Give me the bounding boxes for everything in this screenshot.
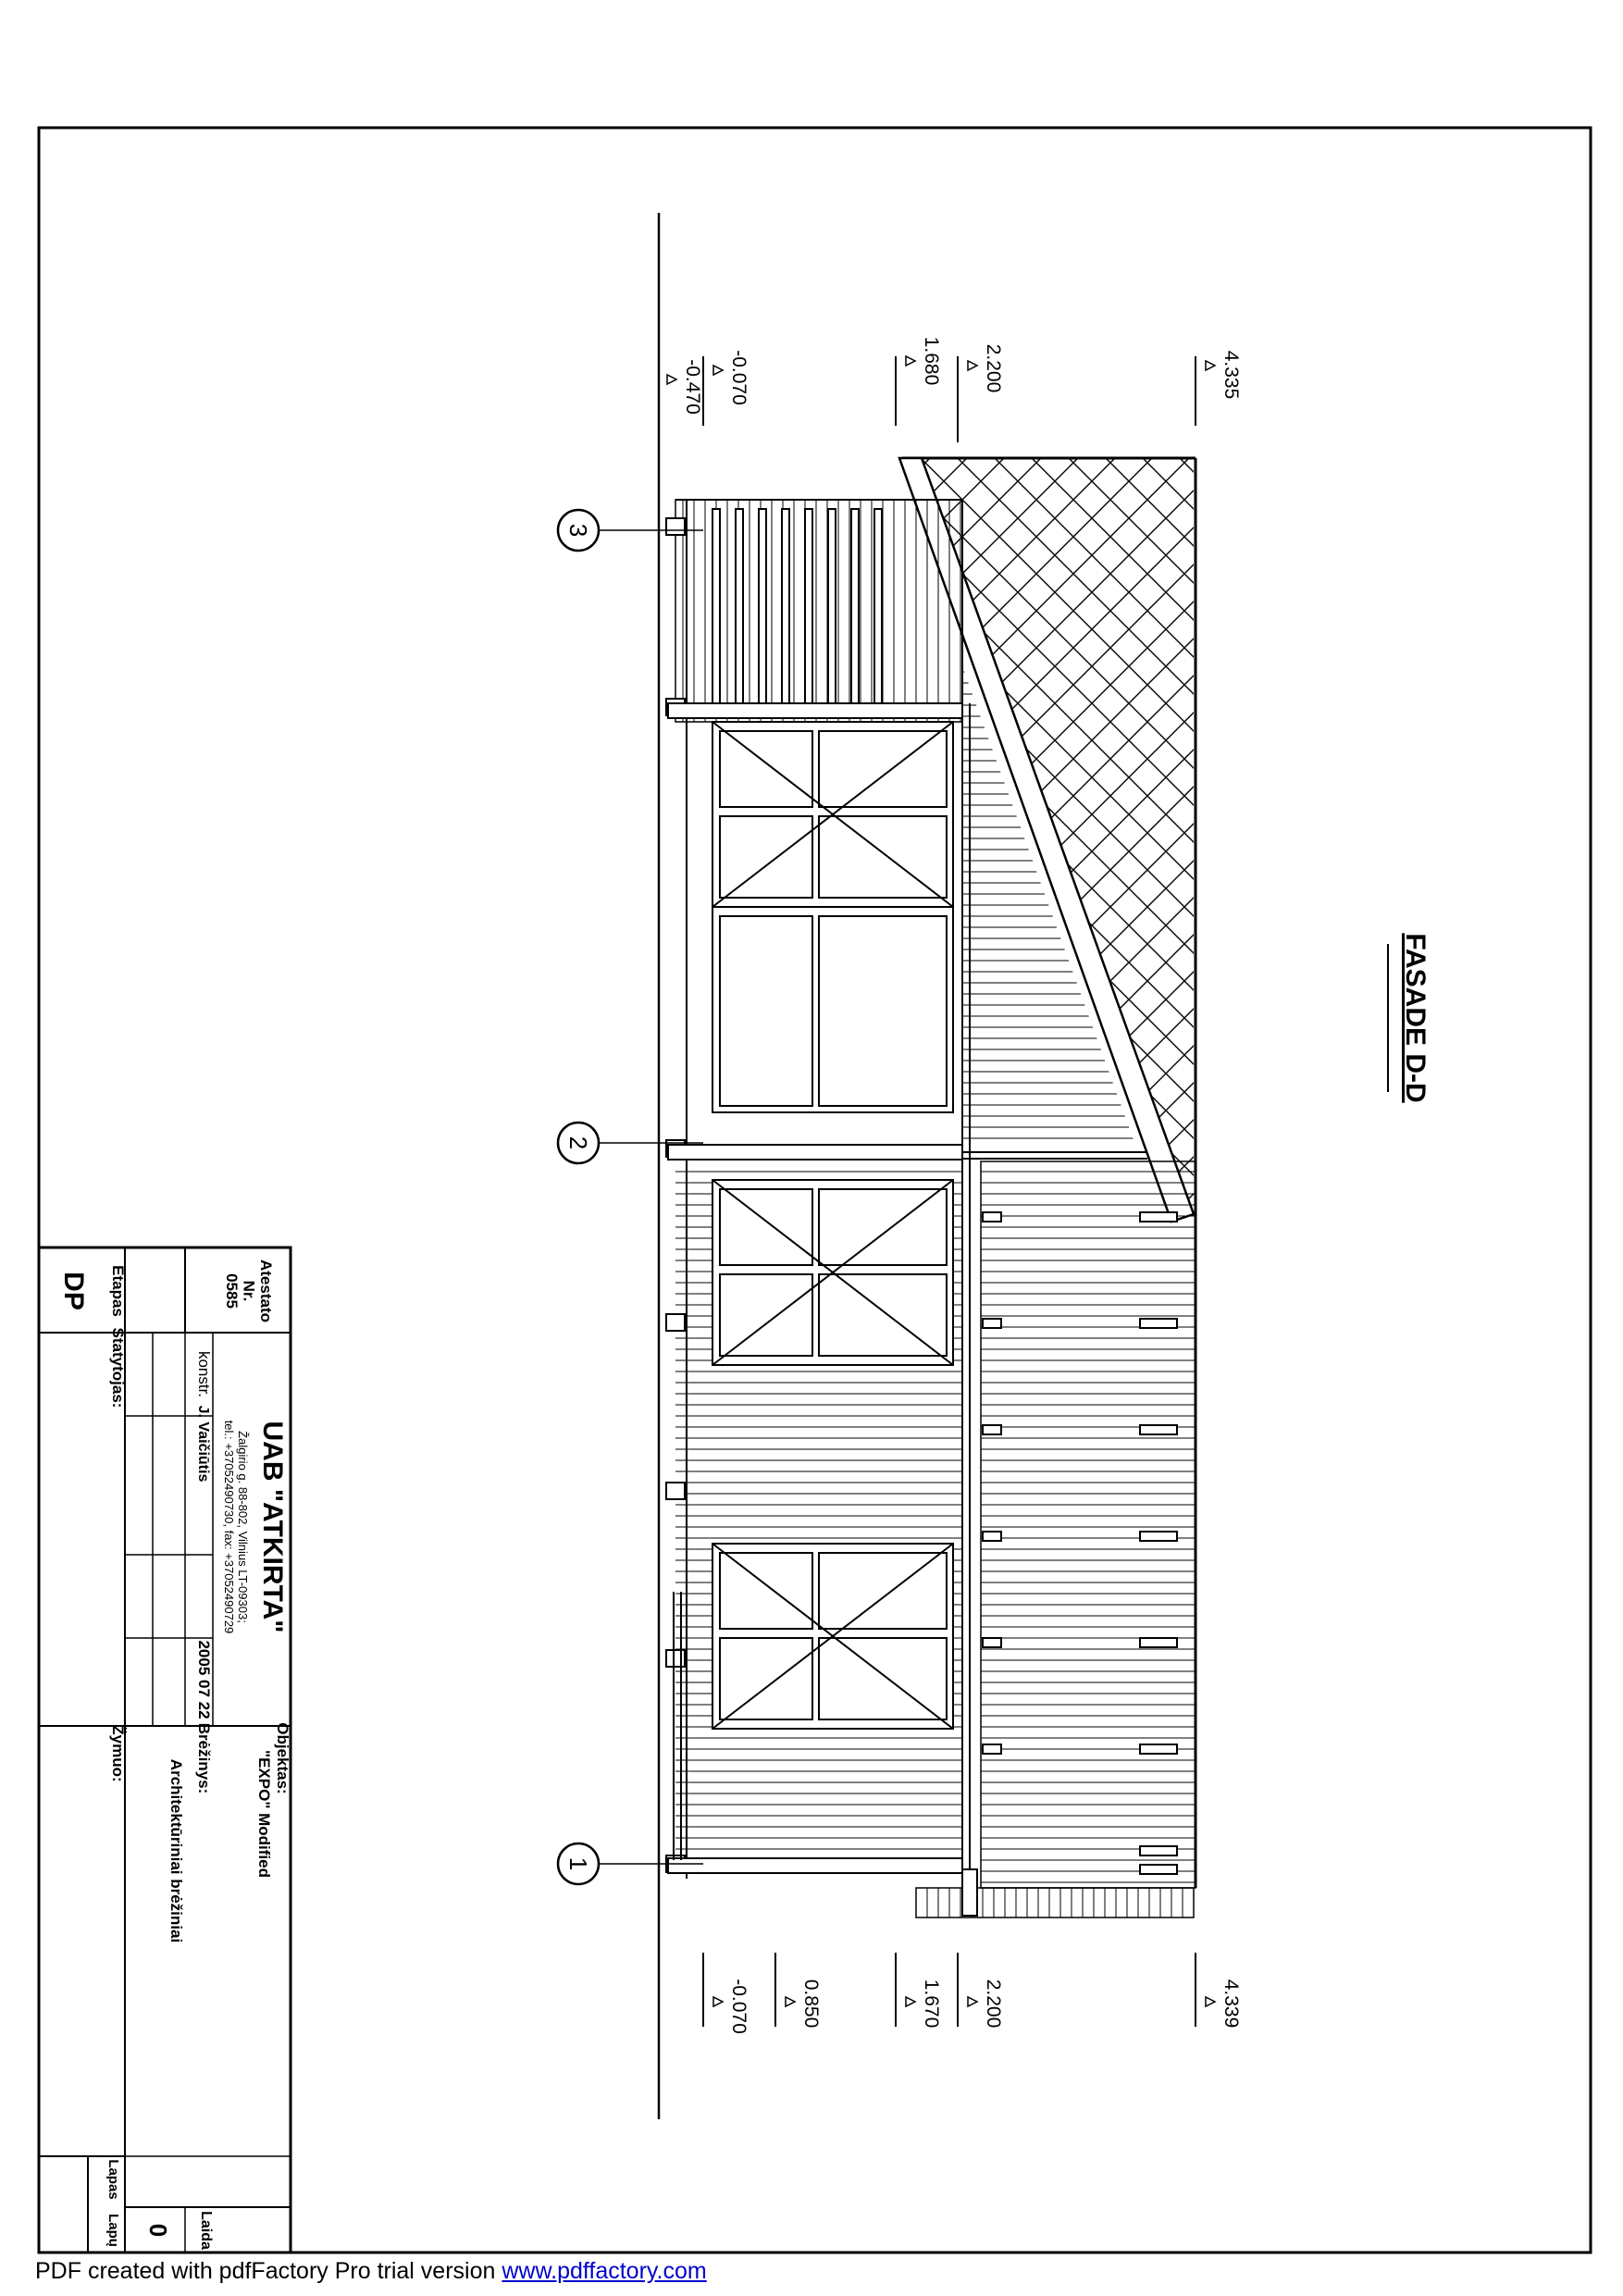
level-top-2200: 2.200 bbox=[983, 344, 1004, 393]
breziniai-value: Architektūriniai brėžiniai bbox=[167, 1759, 185, 1942]
drawing-title: FASADE D-D bbox=[1400, 933, 1431, 1102]
axis-marker-1 bbox=[556, 1842, 601, 1886]
company-name: UAB "ATKIRTA" bbox=[257, 1421, 288, 1633]
statytojas-label: Statytojas: bbox=[109, 1328, 127, 1409]
window-group-middle bbox=[712, 1179, 954, 1366]
level-top-minus0070: -0.070 bbox=[728, 350, 750, 405]
date: 2005 07 22 bbox=[195, 1640, 213, 1719]
level-top-minus0470: -0.470 bbox=[682, 359, 703, 415]
company-phone: tel.: +37052490730, fax: +37052490729 bbox=[222, 1421, 236, 1634]
footer-link[interactable]: www.pdffactory.com bbox=[502, 2258, 707, 2284]
axis-marker-3 bbox=[556, 508, 601, 552]
facade-elevation: 3 2 1 -0.070 bbox=[556, 213, 1431, 2119]
axis-label-1: 1 bbox=[564, 1857, 592, 1870]
title-block bbox=[37, 1246, 292, 2254]
lapas-label: Lapas bbox=[105, 2159, 121, 2199]
zymuo-label: Žymuo: bbox=[109, 1725, 127, 1781]
axis-label-3: 3 bbox=[564, 524, 592, 537]
laida-label: Laida bbox=[198, 2211, 214, 2250]
sheet-border bbox=[37, 126, 1592, 2254]
pdf-footer: PDF created with pdfFactory Pro trial ve… bbox=[35, 2258, 707, 2285]
level-bottom-2200: 2.200 bbox=[983, 1980, 1004, 2029]
atestato-value: 0585 bbox=[223, 1273, 241, 1309]
company-address: Žalgirio g. 88-802, Vilnius LT-09303; bbox=[236, 1431, 250, 1623]
axis-marker-2 bbox=[556, 1121, 601, 1165]
level-top-1680: 1.680 bbox=[921, 337, 942, 386]
atestato-label: AtestatoNr. bbox=[240, 1260, 275, 1322]
lapu-label: Lapų bbox=[105, 2214, 121, 2247]
objektas-value: "EXPO" Modified bbox=[255, 1750, 273, 1878]
level-top-4335: 4.335 bbox=[1220, 351, 1242, 400]
konstr-value: J. Vaičiūtis bbox=[195, 1406, 211, 1483]
window-group-bottom bbox=[712, 1543, 954, 1730]
axis-label-2: 2 bbox=[564, 1136, 592, 1149]
etapas-value: DP bbox=[58, 1272, 89, 1310]
breziniai-label: Brėžinys: bbox=[195, 1723, 213, 1794]
level-bottom-1670: 1.670 bbox=[921, 1980, 942, 2029]
level-bottom-0850: 0.850 bbox=[800, 1980, 822, 2029]
etapas-label: Etapas bbox=[109, 1265, 127, 1317]
side-wall-siding bbox=[980, 1160, 1196, 1889]
window-group-top bbox=[712, 721, 954, 1113]
objektas-label: Objektas: bbox=[274, 1722, 291, 1793]
konstr-label: konstr. bbox=[195, 1351, 213, 1397]
level-bottom-4339: 4.339 bbox=[1220, 1980, 1242, 2029]
footer-text: PDF created with pdfFactory Pro trial ve… bbox=[35, 2258, 502, 2284]
level-bottom-minus0070: -0.070 bbox=[728, 1979, 750, 2034]
laida-value: 0 bbox=[144, 2224, 172, 2237]
